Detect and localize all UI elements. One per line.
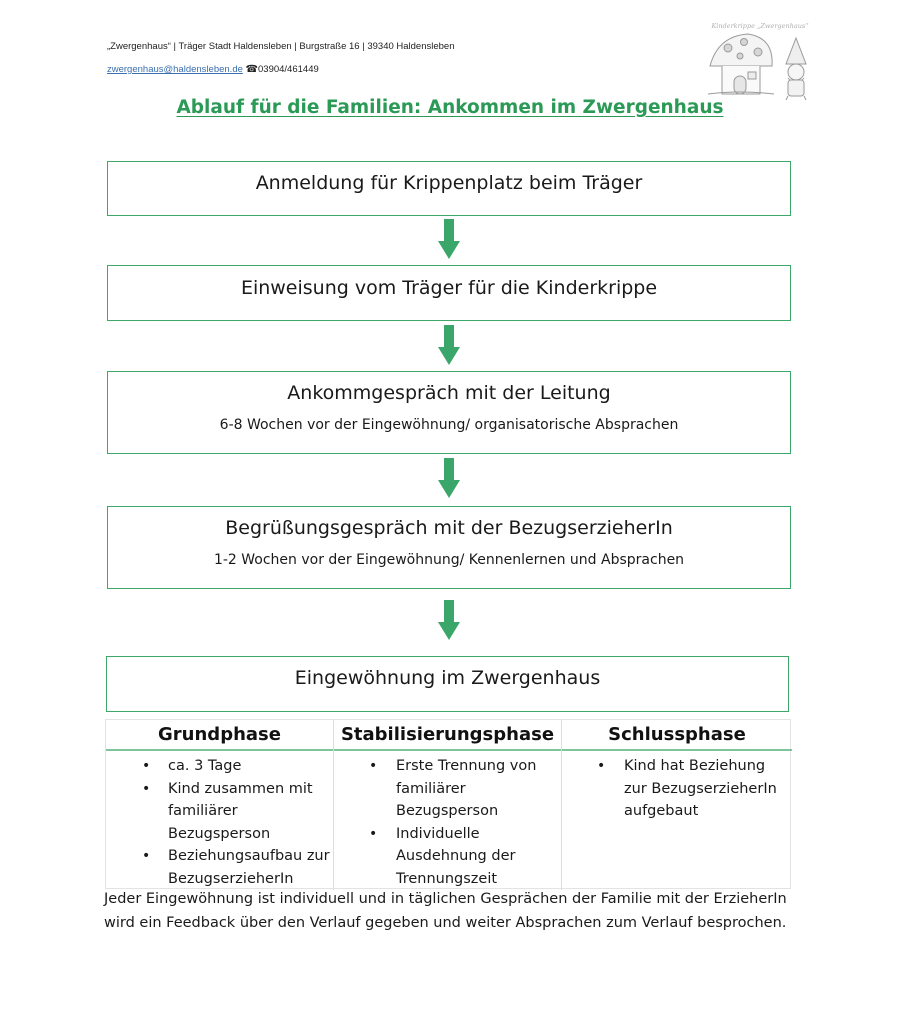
step-subtitle: 6-8 Wochen vor der Eingewöhnung/ organis… <box>108 417 790 433</box>
phase-table: Grundphase •ca. 3 Tage •Kind zusammen mi… <box>105 719 791 889</box>
phase-heading: Schlussphase <box>562 720 792 751</box>
step-arrival-meeting: Ankommgespräch mit der Leitung 6-8 Woche… <box>107 371 791 454</box>
step-settling-in: Eingewöhnung im Zwergenhaus <box>106 656 789 712</box>
step-title: Begrüßungsgespräch mit der Bezugserziehe… <box>108 517 790 539</box>
bullet: • <box>142 778 150 801</box>
footer-paragraph: Jeder Eingewöhnung ist individuell und i… <box>104 888 804 935</box>
organization-line: „Zwergenhaus“ | Träger Stadt Haldenslebe… <box>107 41 455 52</box>
bullet: • <box>369 755 377 778</box>
phase-heading: Grundphase <box>106 720 333 751</box>
down-arrow-icon <box>438 600 460 640</box>
list-item: •ca. 3 Tage <box>106 755 333 778</box>
phase-final: Schlussphase •Kind hat Beziehung zur Bez… <box>562 720 792 890</box>
email-link[interactable]: zwergenhaus@haldensleben.de <box>107 64 243 75</box>
down-arrow-icon <box>438 325 460 365</box>
phase-heading: Stabilisierungsphase <box>334 720 561 751</box>
phone-number: 03904/461449 <box>258 64 319 75</box>
list-item: •Individuelle Ausdehnung der Trennungsze… <box>334 823 561 891</box>
step-welcome-meeting: Begrüßungsgespräch mit der Bezugserziehe… <box>107 506 791 589</box>
down-arrow-icon <box>438 458 460 498</box>
step-title: Einweisung vom Träger für die Kinderkrip… <box>108 277 790 299</box>
logo: Kinderkrippe „Zwergenhaus“ <box>700 22 820 104</box>
step-title: Ankommgespräch mit der Leitung <box>108 382 790 404</box>
step-registration: Anmeldung für Krippenplatz beim Träger <box>107 161 791 216</box>
phase-list: •Kind hat Beziehung zur BezugserzieherIn… <box>562 751 792 823</box>
phase-basic: Grundphase •ca. 3 Tage •Kind zusammen mi… <box>106 720 334 890</box>
bullet: • <box>597 755 605 778</box>
mushroom-house-gnome-icon <box>700 22 820 104</box>
step-title: Anmeldung für Krippenplatz beim Träger <box>108 172 790 194</box>
step-instruction: Einweisung vom Träger für die Kinderkrip… <box>107 265 791 321</box>
list-item: •Kind hat Beziehung zur BezugserzieherIn… <box>562 755 792 823</box>
phase-list: •ca. 3 Tage •Kind zusammen mit familiäre… <box>106 751 333 890</box>
bullet: • <box>142 755 150 778</box>
list-item: •Erste Trennung von familiärer Bezugsper… <box>334 755 561 823</box>
page-title: Ablauf für die Familien: Ankommen im Zwe… <box>0 97 900 118</box>
list-item: •Beziehungsaufbau zur BezugserzieherIn <box>106 845 333 890</box>
bullet: • <box>142 845 150 868</box>
step-subtitle: 1-2 Wochen vor der Eingewöhnung/ Kennenl… <box>108 552 790 568</box>
step-title: Eingewöhnung im Zwergenhaus <box>107 667 788 689</box>
down-arrow-icon <box>438 219 460 259</box>
phase-list: •Erste Trennung von familiärer Bezugsper… <box>334 751 561 890</box>
bullet: • <box>369 823 377 846</box>
phase-stabilization: Stabilisierungsphase •Erste Trennung von… <box>334 720 562 890</box>
phone-icon: ☎ <box>246 64 258 75</box>
list-item: •Kind zusammen mit familiärer Bezugspers… <box>106 778 333 846</box>
contact-line: zwergenhaus@haldensleben.de ☎03904/46144… <box>107 64 319 75</box>
